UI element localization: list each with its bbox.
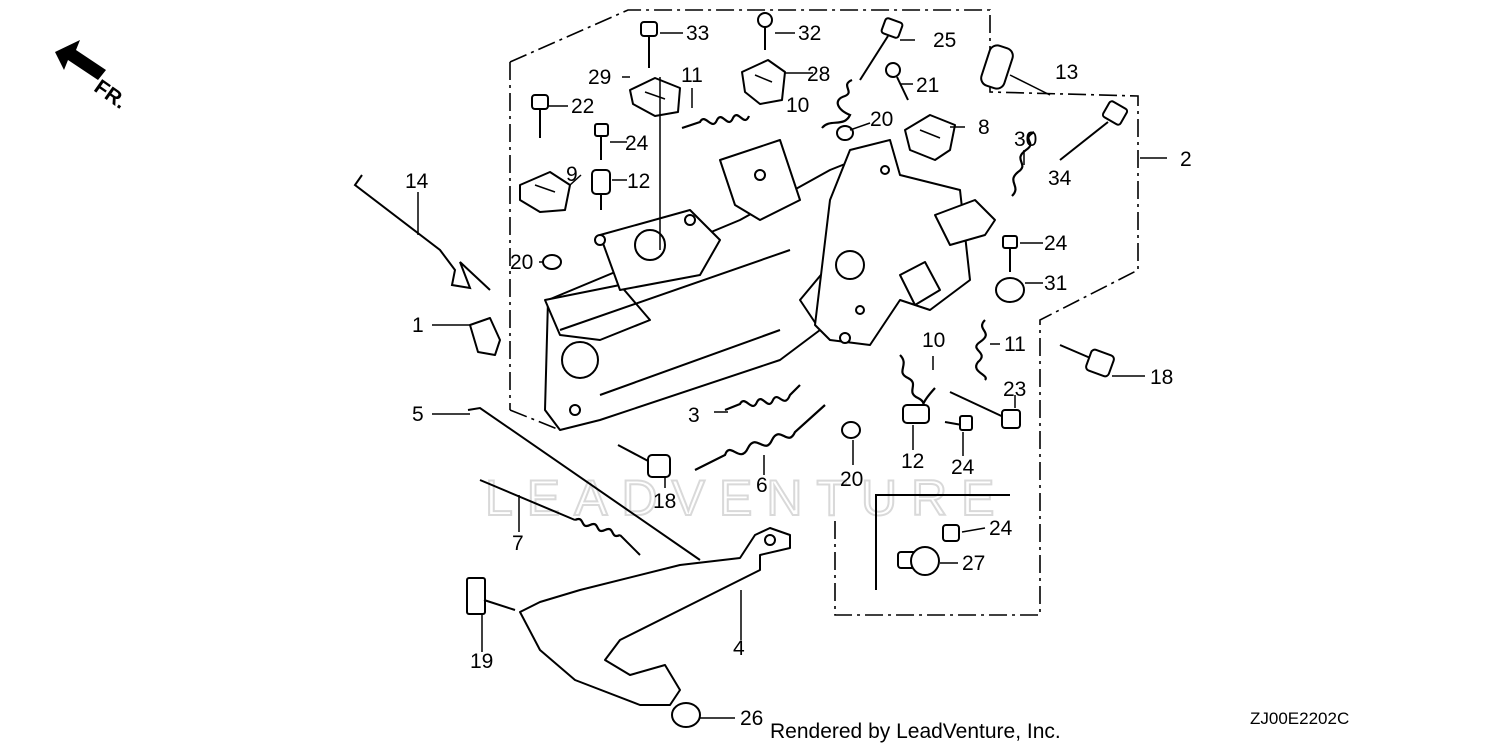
- collar-12-bottom: [902, 404, 930, 424]
- callout-22: 22: [571, 95, 594, 118]
- callout-20-top: 20: [870, 108, 893, 131]
- control-base-plate: [544, 139, 901, 431]
- callout-9: 9: [566, 163, 578, 186]
- side-bracket: [814, 139, 996, 346]
- callout-7: 7: [512, 532, 524, 555]
- spring-30: [1011, 131, 1035, 197]
- cable-clamp-8: [904, 114, 956, 161]
- spring-11-top: [681, 114, 751, 130]
- callout-24-lower: 24: [951, 456, 975, 479]
- callout-12-bottom: 12: [901, 450, 924, 473]
- cable-clamp-9: [519, 171, 571, 213]
- callout-20-left: 20: [510, 251, 533, 274]
- callout-18-bottom: 18: [653, 490, 676, 513]
- bolt-19: [466, 577, 516, 615]
- callout-21: 21: [916, 74, 939, 97]
- callout-14: 14: [405, 170, 429, 193]
- callout-2: 2: [1180, 148, 1192, 171]
- cable-clamp-28: [741, 59, 786, 105]
- spring-10-top: [821, 78, 853, 129]
- nut-20-bottom: [841, 421, 861, 439]
- front-direction-label: FR.: [90, 75, 131, 113]
- callout-30: 30: [1014, 128, 1037, 151]
- cable-clamp-29: [629, 77, 681, 117]
- assembly-boundary: [509, 9, 1139, 616]
- spring-10-bottom: [899, 354, 936, 405]
- callout-13: 13: [1055, 61, 1078, 84]
- bolt-24-top: [594, 123, 609, 160]
- callout-1: 1: [412, 314, 424, 337]
- bolt-24-box: [942, 524, 960, 542]
- spring-rod-7: [479, 479, 641, 556]
- governor-rod-14: [353, 174, 491, 291]
- callout-19: 19: [470, 650, 493, 673]
- screw-32: [757, 12, 773, 50]
- watermark: LEADVENTURE: [485, 470, 1009, 526]
- callout-10-top: 10: [786, 94, 809, 117]
- credit-text: Rendered by LeadVenture, Inc.: [770, 720, 1061, 743]
- callout-3: 3: [688, 404, 700, 427]
- callout-24-right: 24: [1044, 232, 1068, 255]
- bolt-22: [531, 94, 549, 138]
- callout-4: 4: [733, 637, 745, 660]
- bolt-33: [640, 21, 658, 68]
- callout-26: 26: [740, 707, 763, 730]
- spring-3: [724, 384, 801, 412]
- callout-8: 8: [978, 116, 990, 139]
- leader-lines: [417, 32, 1167, 719]
- bolt-24-right: [1002, 235, 1018, 272]
- nut-20-top: [836, 125, 854, 141]
- link-rod-5: [467, 406, 701, 561]
- bolt-25: [859, 17, 904, 81]
- nut-20-left: [542, 254, 562, 270]
- bolt-18-right: [1059, 344, 1115, 378]
- bolt-18-bottom: [617, 444, 671, 478]
- callout-24-top: 24: [625, 132, 649, 155]
- callout-10-bottom: 10: [922, 329, 945, 352]
- callout-29: 29: [588, 66, 611, 89]
- callout-34: 34: [1048, 167, 1072, 190]
- bolt-23: [949, 391, 1021, 429]
- callout-28: 28: [807, 63, 830, 86]
- callout-11-top: 11: [681, 64, 703, 87]
- screw-21: [885, 62, 909, 101]
- callout-23: 23: [1003, 378, 1026, 401]
- cap-13: [980, 44, 1014, 90]
- callout-6: 6: [756, 474, 768, 497]
- bolt-24-lower: [944, 415, 973, 431]
- callout-31: 31: [1044, 272, 1067, 295]
- pin-27: [897, 546, 940, 576]
- spring-6: [694, 404, 826, 471]
- lever-4: [519, 527, 791, 706]
- callout-25: 25: [933, 29, 956, 52]
- callout-27: 27: [962, 552, 985, 575]
- spring-11-bottom: [975, 319, 987, 381]
- callout-24-box: 24: [989, 517, 1013, 540]
- callout-20-bottom: 20: [840, 468, 863, 491]
- callout-11-bottom: 11: [1004, 333, 1026, 356]
- cap-31: [995, 277, 1025, 303]
- front-direction-arrow-icon: [55, 40, 106, 80]
- clamp-1: [469, 317, 501, 356]
- nut-26: [671, 702, 701, 728]
- callout-32: 32: [798, 22, 821, 45]
- collar-12-top: [591, 169, 611, 210]
- callout-33: 33: [686, 22, 709, 45]
- callout-18-right: 18: [1150, 366, 1173, 389]
- callout-5: 5: [412, 403, 424, 426]
- diagram-code: ZJ00E2202C: [1250, 709, 1349, 728]
- callout-12-top: 12: [627, 170, 650, 193]
- detail-bracket: [875, 494, 1010, 590]
- bolt-34: [1059, 100, 1129, 161]
